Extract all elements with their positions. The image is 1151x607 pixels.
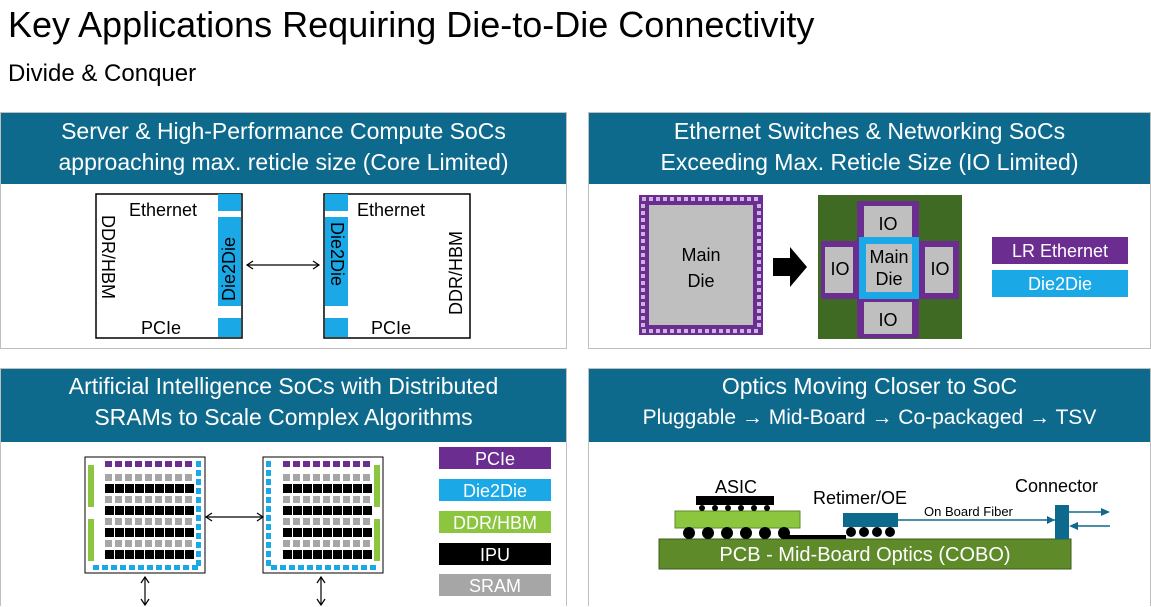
server-d2d-arrow (245, 260, 321, 270)
server-left-die: Ethernet DDR/HBM PCIe Die2Die (95, 193, 243, 339)
ai-header: Artificial Intelligence SoCs with Distri… (1, 369, 566, 442)
lr-ethernet-pads (641, 197, 761, 333)
ethernet-header: Ethernet Switches & Networking SoCs Exce… (589, 113, 1150, 184)
optics-header-line1: Optics Moving Closer to SoC (721, 373, 1018, 399)
legend-ddr-hbm: DDR/HBM (453, 513, 537, 533)
server-left-ethernet: Ethernet (129, 200, 197, 220)
server-header-line2: approaching max. reticle size (Core Limi… (58, 149, 509, 175)
ethernet-header-line2: Exceeding Max. Reticle Size (IO Limited) (660, 149, 1079, 175)
ethernet-main-die-large: Main Die (639, 195, 763, 335)
fiber-label: On Board Fiber (924, 504, 1014, 519)
pcb-label: PCB - Mid-Board Optics (COBO) (719, 544, 1010, 566)
legend-pcie: PCIe (475, 449, 515, 469)
retimer-label: Retimer/OE (813, 488, 907, 508)
ai-d2d-arrow (204, 512, 265, 522)
server-header-line1: Server & High-Performance Compute SoCs (61, 118, 506, 144)
split-main-label-1: Main (869, 247, 908, 267)
server-right-die: Ethernet DDR/HBM PCIe Die2Die (323, 193, 471, 339)
ethernet-main-label-1: Main (681, 245, 720, 265)
ethernet-panel: Ethernet Switches & Networking SoCs Exce… (588, 112, 1151, 349)
server-diagram: Ethernet DDR/HBM PCIe Die2Die Ethernet D… (95, 193, 471, 339)
server-right-ethernet: Ethernet (357, 200, 425, 220)
optics-panel: Optics Moving Closer to SoC Pluggable → … (588, 368, 1151, 606)
connector-label: Connector (1015, 476, 1098, 496)
pcb-trace (784, 535, 846, 539)
transform-arrow-icon (773, 247, 807, 287)
server-header: Server & High-Performance Compute SoCs a… (1, 113, 566, 184)
ai-legend: PCIe Die2Die DDR/HBM IPU SRAM (439, 447, 551, 596)
ai-header-line1: Artificial Intelligence SoCs with Distri… (68, 373, 499, 399)
asic-label: ASIC (715, 477, 757, 497)
server-left-pcie: PCIe (141, 318, 181, 338)
server-left-ddr: DDR/HBM (98, 215, 118, 299)
ethernet-legend: LR Ethernet Die2Die (992, 237, 1128, 297)
server-right-ddr: DDR/HBM (446, 231, 466, 315)
io-top-label: IO (878, 214, 897, 234)
split-main-label-2: Die (875, 269, 902, 289)
asic-package: ASIC (674, 477, 801, 539)
legend-ipu: IPU (480, 545, 510, 565)
ai-header-line2: SRAMs to Scale Complex Algorithms (94, 404, 473, 430)
ai-panel: Artificial Intelligence SoCs with Distri… (0, 368, 567, 607)
legend-ai-die2die: Die2Die (463, 481, 527, 501)
optics-diagram: PCB - Mid-Board Optics (COBO) ASIC Retim… (658, 476, 1110, 570)
ai-diagram: PCIe Die2Die DDR/HBM IPU SRAM (84, 447, 551, 607)
slide-title: Key Applications Requiring Die-to-Die Co… (8, 4, 815, 45)
legend-die2die: Die2Die (1028, 274, 1092, 294)
retimer-package: Retimer/OE (813, 488, 907, 537)
connector: Connector (1015, 476, 1110, 539)
pcb-board (658, 538, 1072, 570)
ai-chip-right (262, 456, 384, 574)
ethernet-main-label-2: Die (687, 271, 714, 291)
ethernet-split-die: IO IO IO IO Main Die (818, 195, 962, 339)
ethernet-diagram: Main Die IO IO IO IO (639, 195, 1128, 339)
ethernet-header-line1: Ethernet Switches & Networking SoCs (673, 118, 1066, 144)
optics-header-line2: Pluggable → Mid-Board → Co-packaged → TS… (642, 406, 1097, 429)
ai-down-arrows (140, 575, 326, 607)
server-panel: Server & High-Performance Compute SoCs a… (0, 112, 567, 349)
io-left-label: IO (830, 259, 849, 279)
io-right-label: IO (930, 259, 949, 279)
optics-header: Optics Moving Closer to SoC Pluggable → … (589, 369, 1150, 442)
legend-lr-ethernet: LR Ethernet (1012, 241, 1108, 261)
legend-sram: SRAM (469, 576, 521, 596)
slide-subtitle: Divide & Conquer (8, 60, 197, 87)
ai-chip-left (84, 456, 206, 574)
server-right-d2d: Die2Die (327, 222, 347, 286)
server-left-d2d: Die2Die (219, 237, 239, 301)
server-right-pcie: PCIe (371, 318, 411, 338)
io-bottom-label: IO (878, 310, 897, 330)
